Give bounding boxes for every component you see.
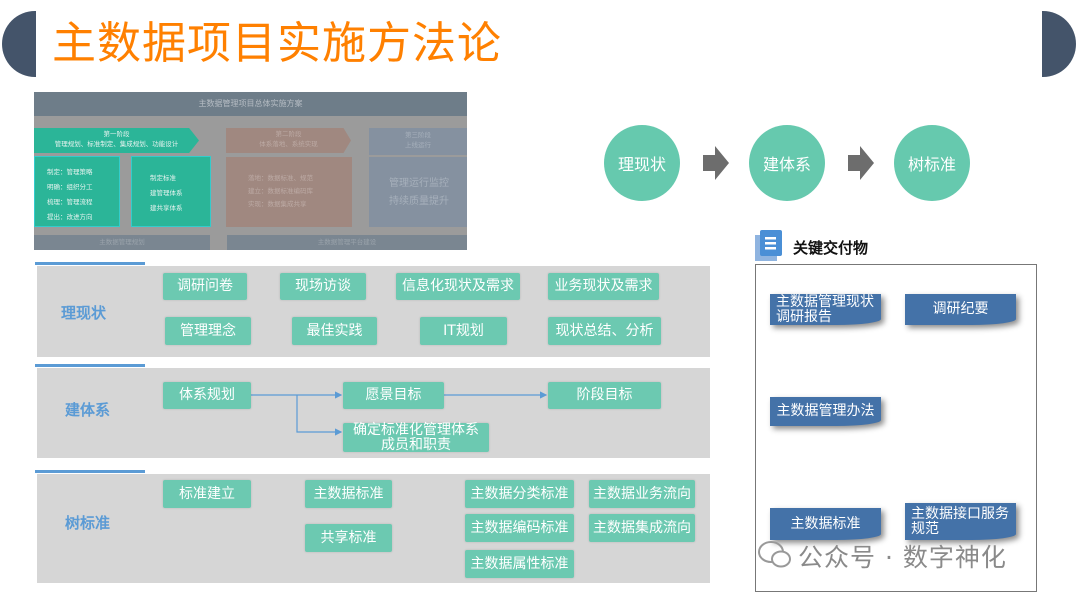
phase2-banner: 第二阶段 体系落地、系统实现: [226, 128, 351, 153]
section-label: 树标准: [65, 514, 111, 532]
arrow-right-icon: [848, 146, 874, 180]
section-divider: [35, 262, 145, 265]
deliverable-item: 主数据管理现状调研报告: [770, 294, 881, 325]
phase2-title: 第二阶段: [275, 130, 302, 138]
phase1-left-item: 提出：改进方向: [47, 213, 93, 221]
watermark: 公众号 · 数字神化: [798, 543, 1007, 572]
phase1-title: 第一阶段: [103, 130, 130, 138]
item-box: 主数据属性标准: [465, 550, 574, 578]
phase1-left-item: 明确：组织分工: [47, 183, 93, 191]
phase2-item: 建立：数据标准编码库: [248, 187, 313, 195]
deliverables-panel: [755, 264, 1037, 592]
item-box: 愿景目标: [343, 382, 444, 409]
item-box: 共享标准: [305, 524, 392, 552]
item-box: 阶段目标: [548, 382, 661, 409]
phase3-item: 管理运行监控: [389, 178, 449, 189]
phase1-left-box: 制定：管理策略 明确：组织分工 梳理：管理流程 提出：改进方向: [34, 156, 120, 227]
item-box: 标准建立: [163, 480, 251, 508]
overview-thumbnail: 主数据管理项目总体实施方案 第一阶段 管理规划、标准制定、集成规划、功能设计 制…: [34, 92, 467, 250]
flow-step: 建体系: [749, 125, 825, 201]
phase3-item: 持续质量提升: [389, 196, 449, 207]
section-label: 建体系: [65, 401, 111, 419]
arrow-right-icon: [703, 146, 729, 180]
section-divider: [35, 470, 145, 473]
thumbnail-footer-left: 主数据管理规划: [34, 235, 210, 250]
phase2-item: 实现：数据集成共享: [248, 200, 307, 208]
document-icon: [755, 230, 782, 261]
page-title: 主数据项目实施方法论: [52, 18, 502, 69]
phase1-right-item: 制定标准: [150, 174, 176, 182]
flow-step: 理现状: [604, 125, 680, 201]
phase3-title: 第三阶段: [405, 131, 431, 139]
phase1-right-box: 制定标准 建管理体系 建共享体系: [131, 156, 211, 227]
item-box: 主数据集成流向: [589, 514, 695, 542]
item-box: 体系规划: [163, 382, 251, 409]
flow-step: 树标准: [894, 125, 970, 201]
phase3-box: 管理运行监控 持续质量提升: [369, 157, 467, 227]
deliverable-item: 主数据接口服务规范: [905, 503, 1016, 540]
item-box: 调研问卷: [163, 273, 247, 300]
item-box: 业务现状及需求: [548, 273, 659, 300]
item-box: IT规划: [420, 317, 507, 345]
thumbnail-header: 主数据管理项目总体实施方案: [34, 92, 467, 116]
phase1-banner: 第一阶段 管理规划、标准制定、集成规划、功能设计: [34, 128, 199, 153]
section-label: 理现状: [61, 304, 107, 322]
phase1-subtitle: 管理规划、标准制定、集成规划、功能设计: [54, 140, 179, 148]
phase2-item: 落地：数据标准、规范: [248, 174, 313, 182]
item-box: 现状总结、分析: [548, 317, 661, 345]
phase1-left-item: 制定：管理策略: [47, 168, 93, 176]
item-box: 主数据编码标准: [465, 514, 574, 542]
phase3-banner: 第三阶段 上线运行: [369, 128, 467, 155]
phase1-right-item: 建共享体系: [150, 204, 183, 212]
item-box: 确定标准化管理体系成员和职责: [343, 422, 489, 452]
item-box: 主数据标准: [305, 480, 392, 508]
item-box: 管理理念: [165, 317, 251, 345]
item-box: 现场访谈: [280, 273, 366, 300]
phase1-right-item: 建管理体系: [150, 189, 183, 197]
deliverable-item: 主数据标准: [770, 508, 881, 540]
deliverables-title: 关键交付物: [793, 239, 869, 257]
item-box: 最佳实践: [292, 317, 377, 345]
item-box: 主数据分类标准: [465, 480, 574, 508]
phase2-subtitle: 体系落地、系统实现: [259, 140, 318, 148]
thumbnail-footer-right: 主数据管理平台建设: [227, 235, 467, 250]
item-box: 主数据业务流向: [589, 480, 695, 508]
phase3-subtitle: 上线运行: [405, 141, 431, 149]
deliverable-item: 主数据管理办法: [770, 397, 881, 426]
phase2-box: 落地：数据标准、规范 建立：数据标准编码库 实现：数据集成共享: [226, 157, 352, 227]
wechat-icon: [758, 541, 791, 568]
section-divider: [35, 364, 145, 367]
item-box: 信息化现状及需求: [396, 273, 520, 300]
phase1-left-item: 梳理：管理流程: [47, 198, 93, 206]
deliverable-item: 调研纪要: [905, 294, 1016, 325]
